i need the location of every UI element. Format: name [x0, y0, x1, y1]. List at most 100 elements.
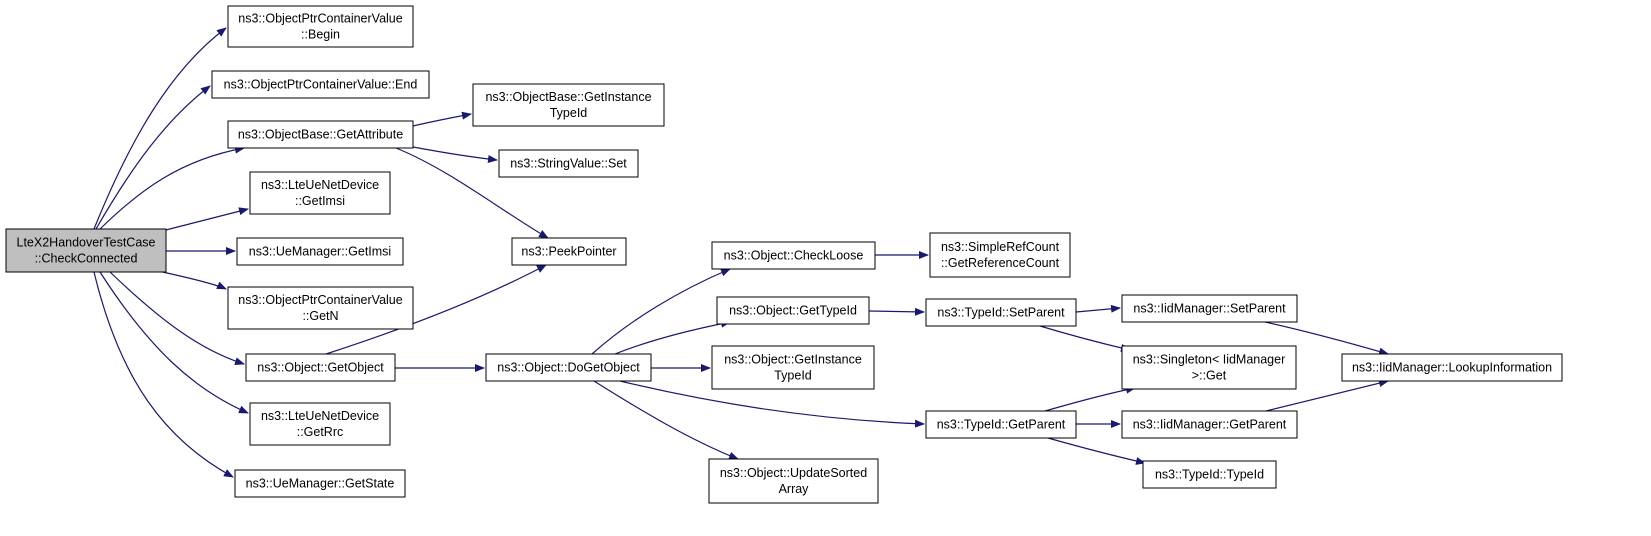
node-box	[211, 70, 430, 99]
node-box	[711, 345, 875, 390]
edge-root-to-getobject	[109, 271, 245, 366]
edges-layer	[93, 27, 1389, 478]
node-getattr[interactable]: ns3::ObjectBase::GetAttribute	[227, 120, 414, 149]
node-label: ns3::Object::CheckLoose	[724, 249, 864, 263]
node-lookup[interactable]: ns3::IidManager::LookupInformation	[1341, 353, 1563, 382]
node-label: TypeId	[550, 106, 588, 120]
node-checkloose[interactable]: ns3::Object::CheckLoose	[711, 241, 876, 270]
node-box	[249, 402, 391, 446]
node-root[interactable]: LteX2HandoverTestCase::CheckConnected	[5, 228, 167, 273]
node-label: ns3::IidManager::LookupInformation	[1352, 361, 1552, 375]
node-box	[5, 228, 167, 273]
edge-root-to-getn	[157, 270, 227, 290]
edge-dogetobject-to-tgetparent	[619, 380, 925, 428]
node-peek[interactable]: ns3::PeekPointer	[511, 237, 627, 266]
node-label: ns3::UeManager::GetImsi	[249, 245, 391, 259]
node-label: >::Get	[1192, 369, 1227, 383]
node-box	[1341, 353, 1563, 382]
edge-iidsetparent-to-lookup	[1264, 321, 1389, 356]
node-label: ns3::Singleton< IidManager	[1133, 353, 1286, 367]
node-label: ns3::LteUeNetDevice	[261, 409, 379, 423]
node-box	[498, 149, 639, 178]
edge-root-to-begin	[93, 27, 227, 230]
node-label: ns3::LteUeNetDevice	[261, 178, 379, 192]
node-box	[929, 232, 1071, 278]
node-uegetimsi[interactable]: ns3::UeManager::GetImsi	[236, 237, 404, 266]
node-box	[234, 469, 406, 498]
edge-tsetparent-to-iidsetparent	[1075, 304, 1121, 313]
node-tsetparent[interactable]: ns3::TypeId::SetParent	[925, 298, 1077, 327]
node-tgetparent[interactable]: ns3::TypeId::GetParent	[925, 410, 1077, 439]
node-label: ::GetRrc	[297, 425, 344, 439]
node-label: ::CheckConnected	[35, 252, 138, 266]
edge-tgetparent-to-typeidctor	[1047, 437, 1146, 465]
node-label: ::GetReferenceCount	[941, 256, 1060, 270]
node-box	[236, 237, 404, 266]
node-box	[716, 296, 870, 325]
node-box	[472, 83, 665, 127]
node-getrefcount[interactable]: ns3::SimpleRefCount::GetReferenceCount	[929, 232, 1071, 278]
node-strset[interactable]: ns3::StringValue::Set	[498, 149, 639, 178]
node-label: ns3::SimpleRefCount	[941, 240, 1060, 254]
edge-root-to-getrrc	[99, 271, 249, 414]
edge-tsetparent-to-singleton	[1039, 325, 1131, 352]
node-getrrc[interactable]: ns3::LteUeNetDevice::GetRrc	[249, 402, 391, 446]
node-label: ns3::TypeId::TypeId	[1155, 468, 1264, 482]
edge-root-to-getattr	[99, 145, 245, 230]
node-dogetobject[interactable]: ns3::Object::DoGetObject	[485, 353, 652, 382]
node-label: ns3::Object::UpdateSorted	[720, 466, 867, 480]
node-label: TypeId	[774, 369, 812, 383]
node-end[interactable]: ns3::ObjectPtrContainerValue::End	[211, 70, 430, 99]
node-box	[1121, 294, 1298, 323]
node-label: ns3::IidManager::SetParent	[1133, 302, 1286, 316]
node-singleton[interactable]: ns3::Singleton< IidManager>::Get	[1121, 345, 1297, 390]
node-typeidctor[interactable]: ns3::TypeId::TypeId	[1142, 460, 1277, 489]
node-box	[245, 353, 396, 382]
node-box	[249, 171, 391, 215]
node-ltegetimsi[interactable]: ns3::LteUeNetDevice::GetImsi	[249, 171, 391, 215]
node-box	[227, 286, 414, 330]
node-getn[interactable]: ns3::ObjectPtrContainerValue::GetN	[227, 286, 414, 330]
edge-getobject-to-peek	[325, 264, 547, 355]
node-label: ns3::PeekPointer	[521, 245, 616, 259]
node-iidsetparent[interactable]: ns3::IidManager::SetParent	[1121, 294, 1298, 323]
node-label: ns3::UeManager::GetState	[246, 477, 395, 491]
edge-dogetobject-to-updsorted	[593, 380, 739, 460]
node-box	[1142, 460, 1277, 489]
edge-root-to-getstate	[93, 271, 234, 478]
node-getstate[interactable]: ns3::UeManager::GetState	[234, 469, 406, 498]
node-box	[711, 241, 876, 270]
node-label: LteX2HandoverTestCase	[17, 236, 156, 250]
node-label: ns3::IidManager::GetParent	[1133, 418, 1287, 432]
edge-getattr-to-basegetinst	[412, 111, 472, 127]
nodes-layer: LteX2HandoverTestCase::CheckConnectedns3…	[5, 5, 1563, 504]
node-box	[708, 458, 879, 504]
node-begin[interactable]: ns3::ObjectPtrContainerValue::Begin	[227, 5, 414, 48]
edge-root-to-ltegetimsi	[157, 207, 249, 233]
node-label: ns3::TypeId::GetParent	[937, 418, 1066, 432]
edge-iidgetparent-to-lookup	[1265, 379, 1389, 412]
edge-getattr-to-peek	[395, 147, 549, 239]
node-label: ns3::StringValue::Set	[510, 157, 627, 171]
edge-objgettypeid-to-tsetparent	[868, 307, 925, 316]
node-box	[925, 298, 1077, 327]
node-label: ::Begin	[301, 28, 340, 42]
node-label: ns3::TypeId::SetParent	[937, 306, 1065, 320]
node-box	[485, 353, 652, 382]
node-getobject[interactable]: ns3::Object::GetObject	[245, 353, 396, 382]
edge-dogetobject-to-objgettypeid	[614, 319, 731, 355]
node-box	[1121, 410, 1298, 439]
node-box	[1121, 345, 1297, 390]
node-iidgetparent[interactable]: ns3::IidManager::GetParent	[1121, 410, 1298, 439]
node-box	[227, 5, 414, 48]
node-box	[511, 237, 627, 266]
node-label: ns3::ObjectBase::GetInstance	[485, 90, 651, 104]
node-label: ns3::Object::GetObject	[257, 361, 384, 375]
edge-tgetparent-to-singleton	[1044, 385, 1136, 412]
edge-root-to-end	[95, 85, 211, 230]
node-objgettypeid[interactable]: ns3::Object::GetTypeId	[716, 296, 870, 325]
